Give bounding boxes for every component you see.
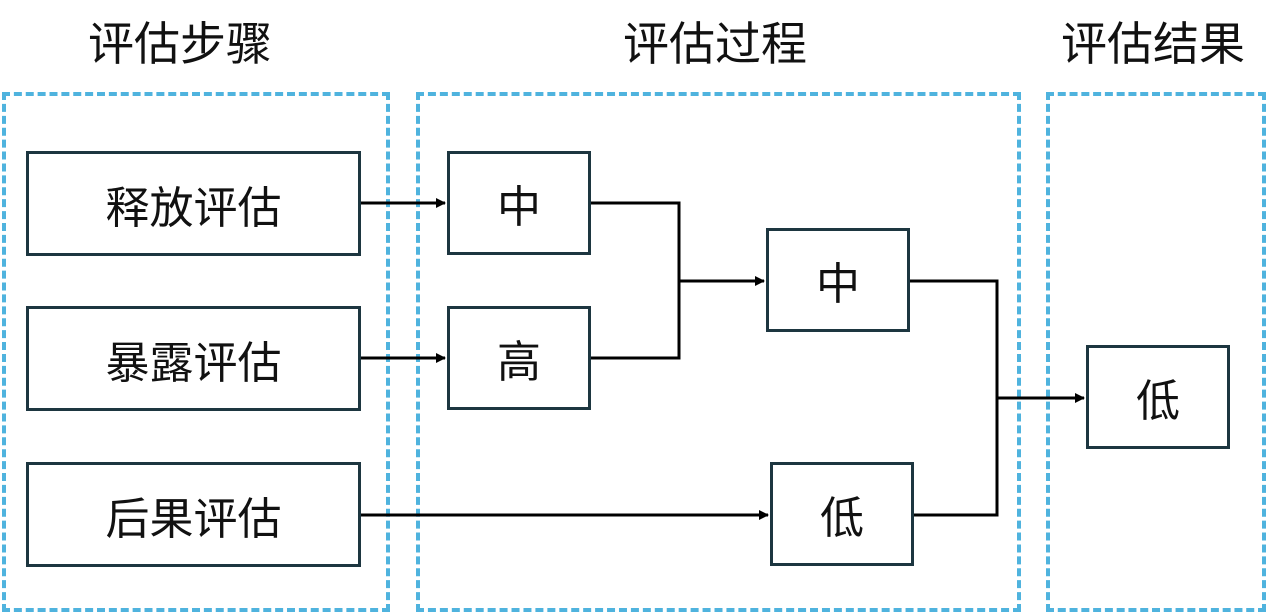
consequence-assessment-box: 后果评估 (26, 462, 361, 567)
release-level-box: 中 (447, 151, 591, 255)
merge-release-exposure-connector (591, 201, 681, 360)
steps-column-title: 评估步骤 (88, 17, 272, 71)
combined-level-box: 中 (766, 228, 910, 332)
consequence-level-box: 低 (770, 462, 914, 566)
result-column-title: 评估结果 (1061, 17, 1245, 71)
exposure-assessment-box: 暴露评估 (26, 306, 361, 411)
release-assessment-box: 释放评估 (26, 151, 361, 256)
merge-combined-consequence-connector (910, 279, 999, 517)
process-column-title: 评估过程 (623, 17, 807, 71)
final-result-box: 低 (1086, 345, 1230, 449)
process-panel (416, 92, 1021, 612)
exposure-level-box: 高 (447, 306, 591, 410)
result-panel (1046, 92, 1266, 612)
steps-panel (2, 92, 390, 612)
